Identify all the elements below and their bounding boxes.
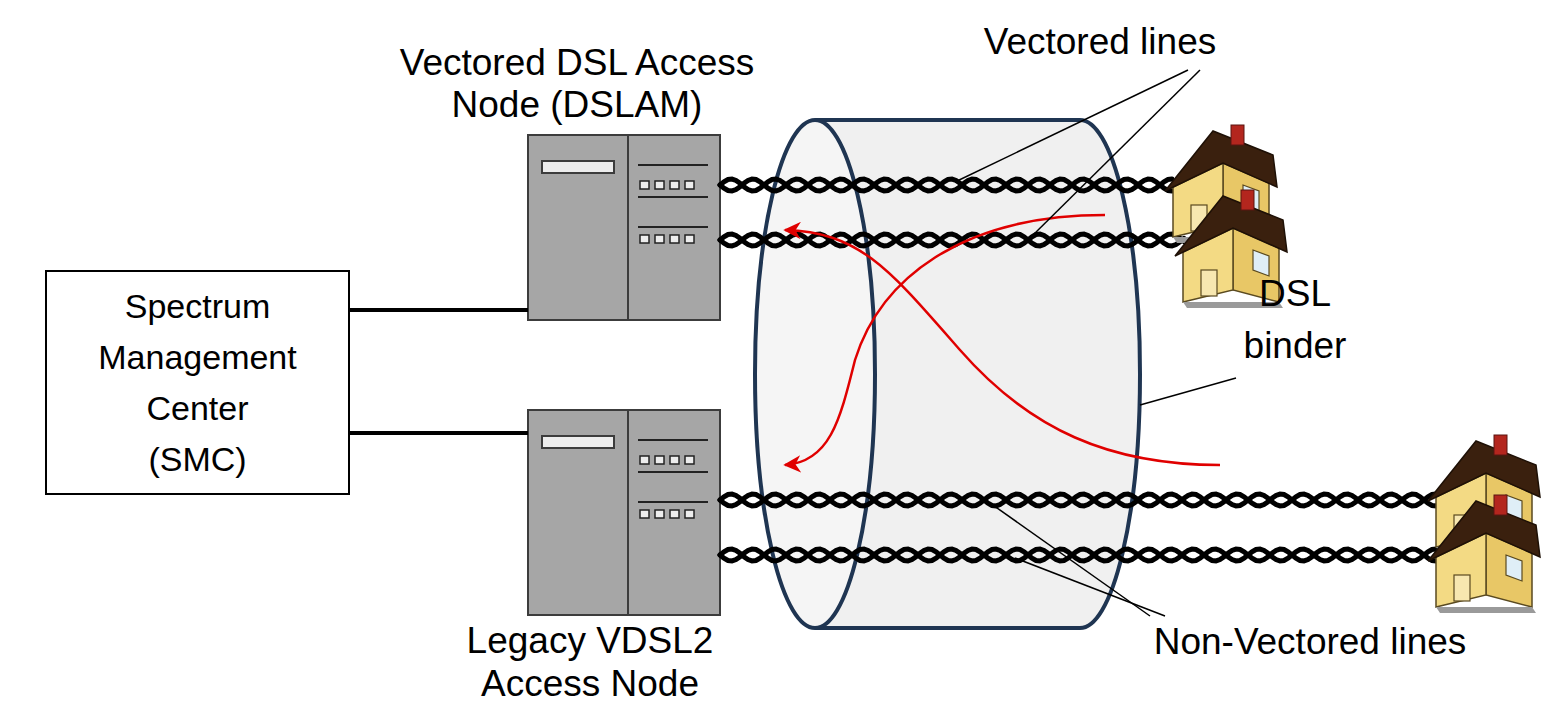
twisted-pair-strand bbox=[720, 234, 1184, 246]
callout-label: Vectored lines bbox=[955, 20, 1245, 64]
process-box: Spectrum Management Center (SMC) bbox=[45, 270, 350, 495]
node-label: Legacy VDSL2 Access Node bbox=[440, 620, 740, 705]
callout-label: Non-Vectored lines bbox=[1085, 620, 1535, 664]
twisted-pair-strand bbox=[720, 494, 1440, 506]
twisted-pair-strand bbox=[720, 234, 1184, 246]
access-node: Legacy VDSL2 Access Node bbox=[528, 410, 720, 615]
twisted-pair-strand bbox=[720, 494, 1440, 506]
twisted-pair-strand bbox=[720, 549, 1440, 561]
dslam-node: Vectored DSL Access Node (DSLAM) bbox=[528, 135, 720, 320]
twisted-pair-strand bbox=[720, 549, 1440, 561]
management-link bbox=[350, 431, 528, 435]
node-label: Vectored DSL Access Node (DSLAM) bbox=[367, 42, 787, 127]
node-label: Spectrum Management Center (SMC) bbox=[98, 281, 296, 485]
twisted-pair-strand bbox=[720, 179, 1172, 191]
management-link bbox=[350, 308, 528, 312]
callout-label: DSL binder bbox=[1215, 268, 1375, 372]
twisted-pair-strand bbox=[720, 179, 1172, 191]
